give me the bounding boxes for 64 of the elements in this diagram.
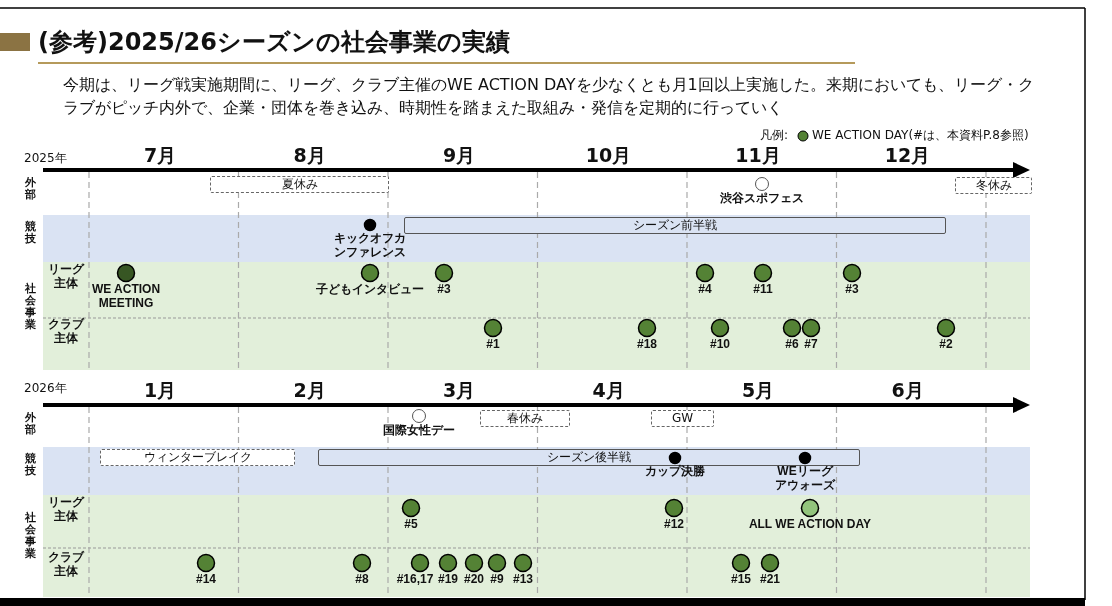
month-label: 9月 [442,143,476,168]
row-header: 外部 [25,412,36,437]
event-label: #6 [785,338,799,352]
row-subheader: クラブ主体 [47,318,86,346]
event-label: #18 [637,338,657,352]
event-label: #20 [464,573,484,587]
event-label: #4 [698,283,712,297]
event-label: 子どもインタビュー [316,283,424,297]
row-subheader: リーグ主体 [47,496,86,524]
event-label: WEリーグアウォーズ [774,465,836,493]
period-bar: ウィンターブレイク [100,449,295,466]
row-subheader: リーグ主体 [47,263,86,291]
event-label: #11 [753,283,773,297]
event-label: #10 [710,338,730,352]
event-label: #5 [404,518,418,532]
period-bar: GW [651,410,714,427]
event-label: #16,17 [396,573,434,587]
event-label: #7 [804,338,818,352]
event-label: 国際女性デー [383,424,455,438]
event-label: #9 [490,573,504,587]
month-label: 3月 [442,378,476,403]
legend-title: 凡例: [760,127,789,144]
month-label: 4月 [592,378,625,403]
month-label: 12月 [884,143,931,168]
event-label: #14 [196,573,216,587]
event-label: #12 [664,518,684,532]
month-label: 8月 [293,143,326,168]
description-text: 今期は、リーグ戦実施期間に、リーグ、クラブ主催のWE ACTION DAYを少なくとも月1回以上実施した。来期においても、リーグ・クラブがピッチ内外で、企業・団体を巻き込み、時期性を踏まえた取組み・発信を定期的に行っていく [63,74,1035,120]
event-label: #3 [437,283,451,297]
month-label: 6月 [891,378,924,403]
month-label: 1月 [143,378,177,403]
period-bar: シーズン前半戦 [404,217,946,234]
month-label: 2月 [293,378,326,403]
month-label: 11月 [735,143,781,168]
event-label: #2 [939,338,953,352]
event-label: #1 [486,338,500,352]
month-label: 10月 [585,143,632,168]
event-label: WE ACTION MEETING [90,283,162,311]
event-label: カップ決勝 [645,465,705,479]
year-label: 2025年 [24,150,67,167]
event-label: #15 [731,573,751,587]
event-label: #21 [760,573,780,587]
month-label: 7月 [143,143,177,168]
event-label: ALL WE ACTION DAY [747,518,873,532]
event-label: 渋谷スポフェス [720,192,804,206]
row-header: 競技 [25,453,36,478]
event-label: #13 [513,573,533,587]
row-header: 競技 [25,221,36,246]
year-label: 2026年 [24,380,67,397]
row-header: 社会事業 [25,512,36,561]
event-label: #8 [355,573,369,587]
row-header: 社会事業 [25,283,36,332]
legend-text: WE ACTION DAY(#は、本資料P.8参照) [812,127,1029,144]
period-bar: 春休み [480,410,570,427]
title: (参考)2025/26シーズンの社会事業の実績 [38,27,510,58]
period-bar: 冬休み [955,177,1032,194]
row-subheader: クラブ主体 [47,551,86,579]
row-header: 外部 [25,177,36,202]
event-label: キックオフカンファレンス [333,232,407,260]
month-label: 5月 [741,378,775,403]
period-bar: シーズン後半戦 [318,449,860,466]
period-bar: 夏休み [210,176,389,193]
event-label: #3 [845,283,859,297]
event-label: #19 [438,573,458,587]
